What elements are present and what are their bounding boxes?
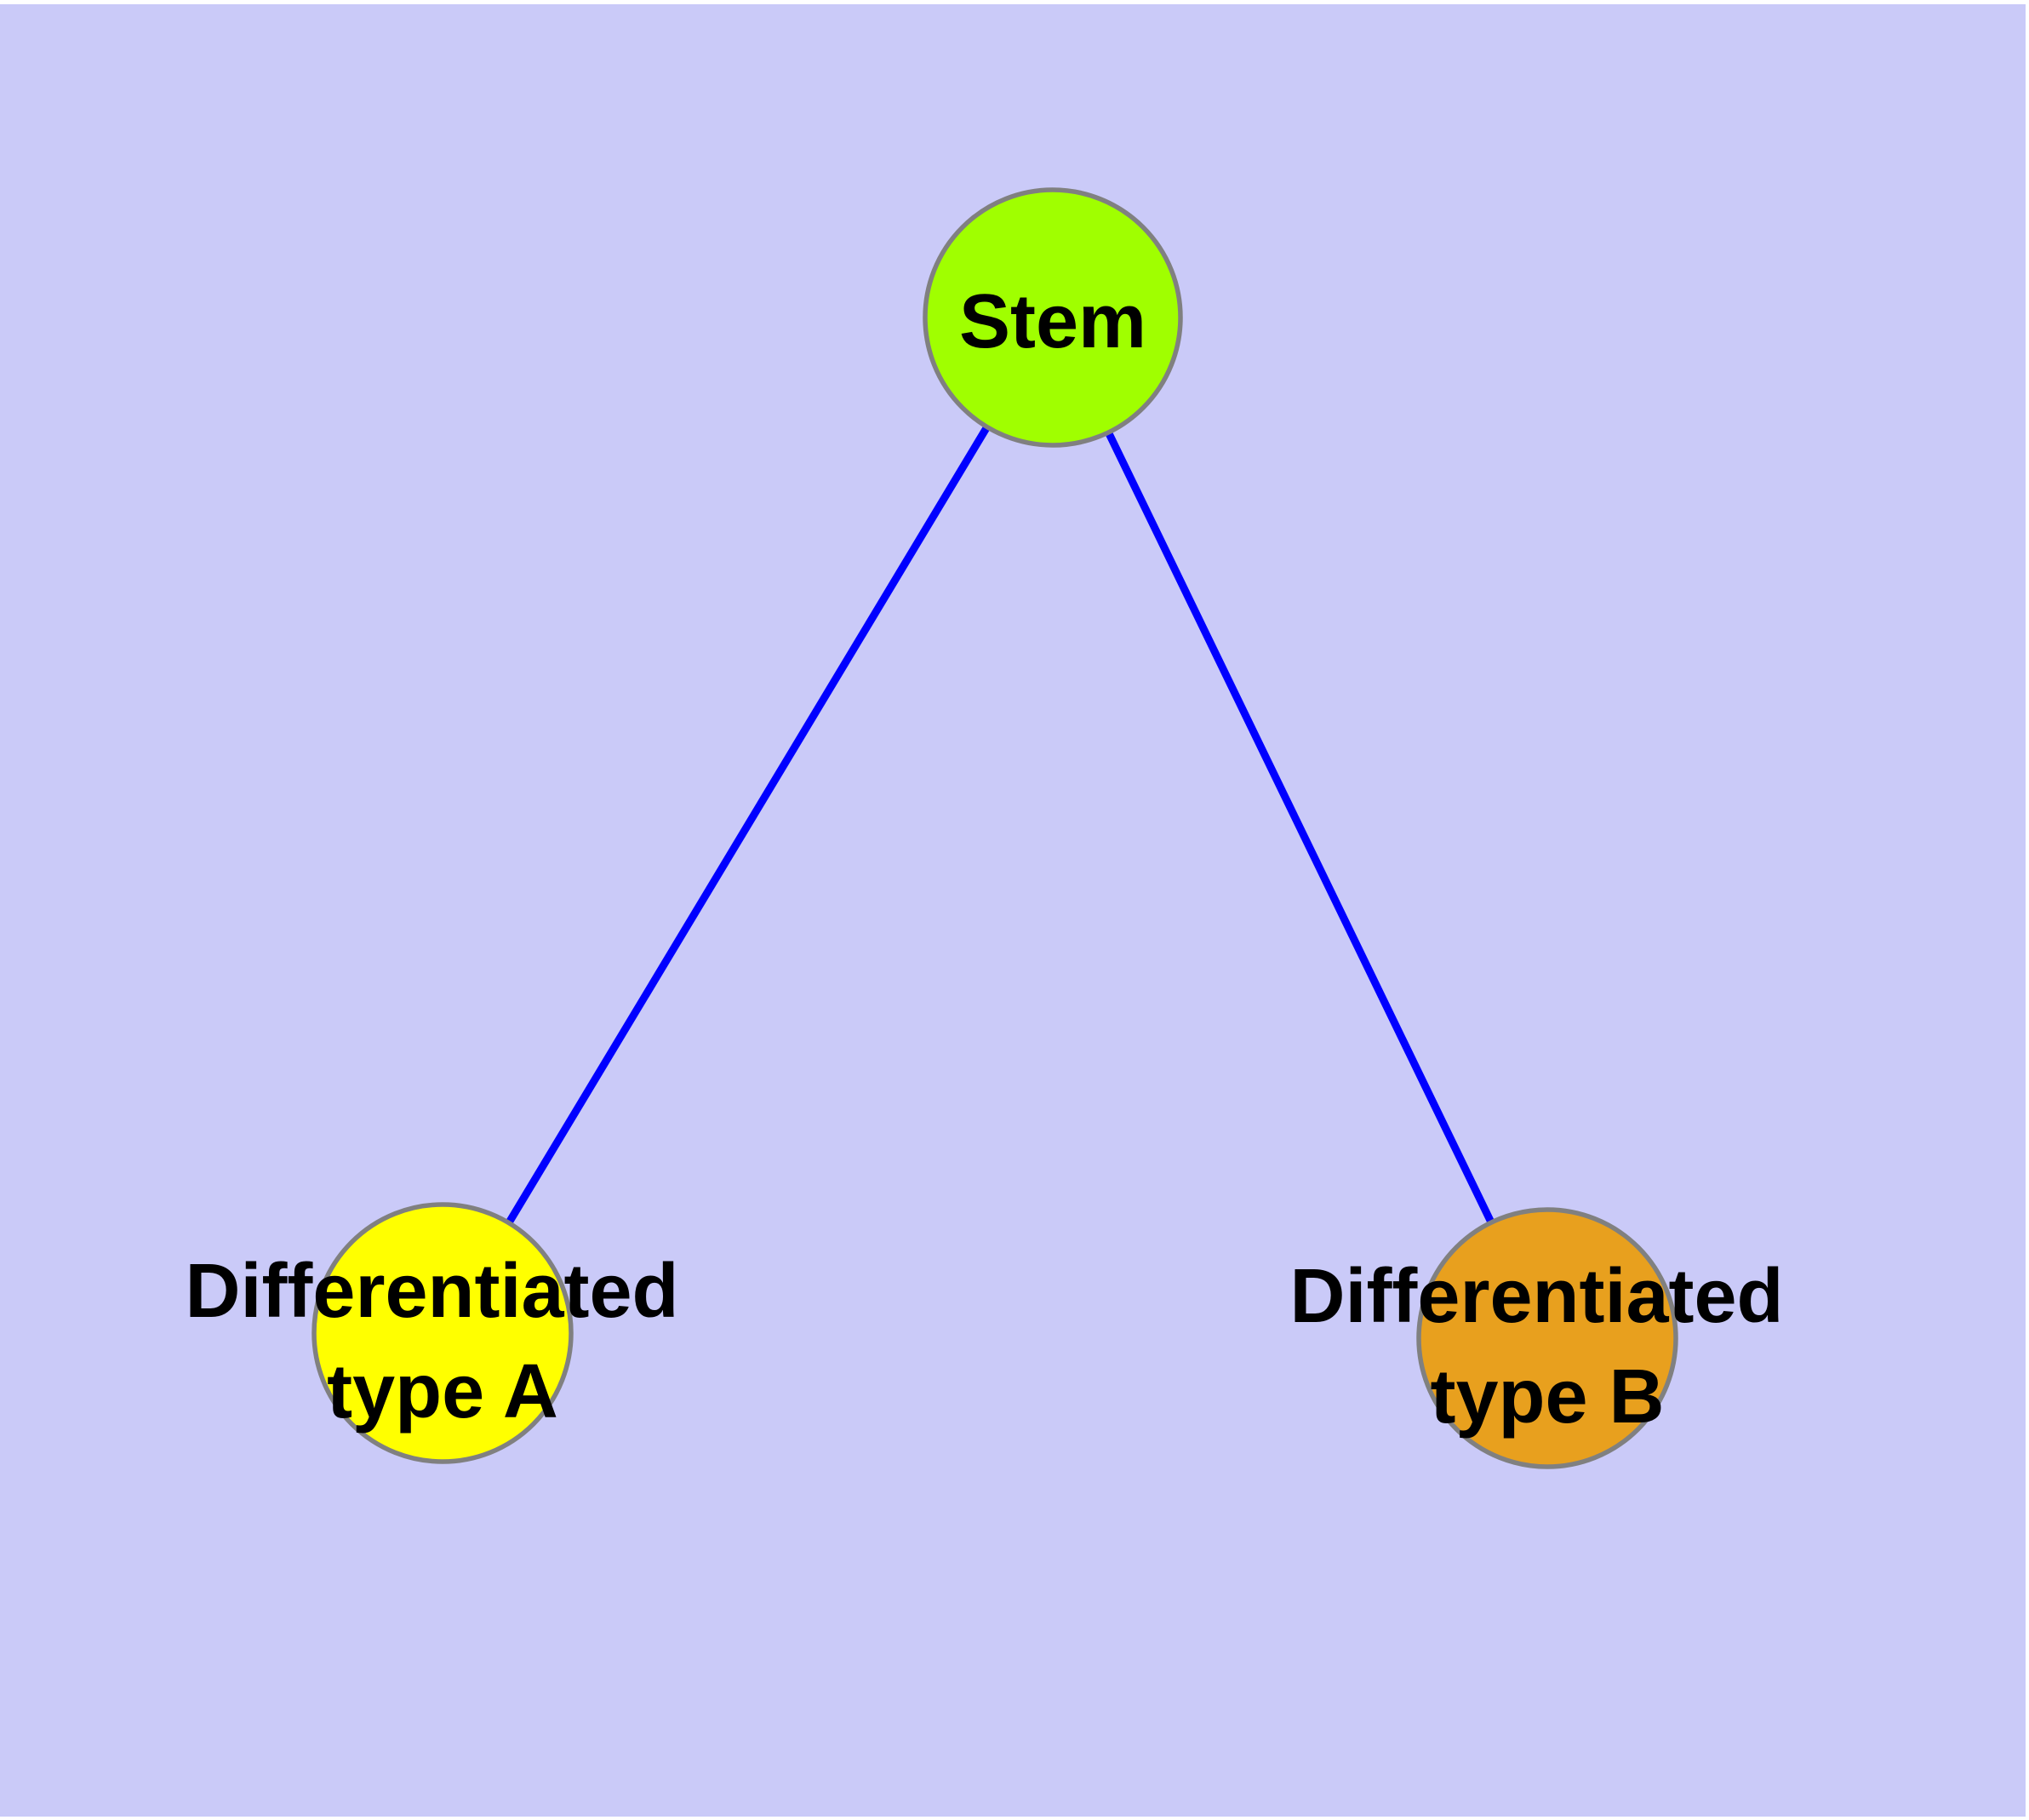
node-differentiated-type-a-label: Differentiated type A [185,1249,700,1434]
node-differentiated-type-b-label-line2: type B [1430,1354,1664,1439]
node-differentiated-type-a-label-line1: Differentiated [185,1249,678,1334]
node-differentiated-type-b-label-line1: Differentiated [1289,1254,1783,1339]
edge-stem-to-type-a [439,315,1056,1336]
edge-stem-to-type-b [1049,316,1552,1340]
node-stem-label: Stem [959,279,1146,364]
node-differentiated-type-a [311,1202,574,1464]
node-differentiated-type-a-label-line2: type A [327,1349,558,1434]
node-differentiated-type-b-label: Differentiated type B [1289,1254,1804,1439]
node-stem [923,187,1183,448]
node-differentiated-type-b [1416,1207,1678,1469]
